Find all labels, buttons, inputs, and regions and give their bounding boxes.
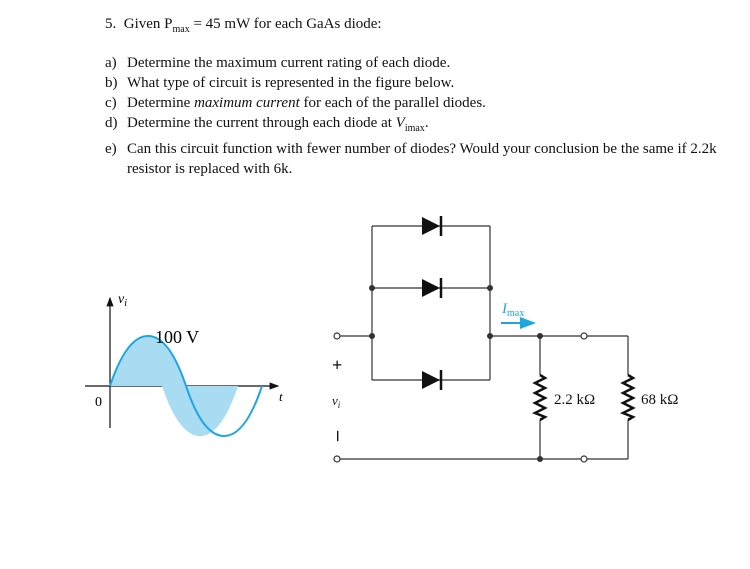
part-text-italic: maximum current: [194, 95, 300, 111]
junction-dots: [369, 285, 543, 462]
question-title: 5. Given Pmax = 45 mW for each GaAs diod…: [105, 14, 735, 40]
part-text-pre: Determine: [127, 95, 195, 111]
resistor-2-2k: [531, 373, 548, 422]
junction-dot: [487, 333, 493, 339]
question-block: 5. Given Pmax = 45 mW for each GaAs diod…: [105, 14, 735, 179]
part-text: What type of circuit is represented in t…: [127, 75, 455, 91]
part-b: b) What type of circuit is represented i…: [105, 73, 735, 93]
output-terminal-bottom: [580, 455, 588, 463]
diode-3: [422, 370, 443, 390]
part-label: e): [105, 141, 117, 157]
question-number: 5.: [105, 16, 117, 32]
resistor-68k: [619, 373, 636, 422]
part-text: Can this circuit function with fewer num…: [127, 141, 717, 177]
current-label: Imax: [501, 301, 524, 319]
part-label: b): [105, 75, 118, 91]
part-text-post: .: [424, 115, 429, 131]
part-text-pre: Determine the current through each diode…: [127, 115, 396, 131]
resistor-2-label: 68 kΩ: [641, 392, 678, 408]
part-text-italic: V: [395, 115, 405, 131]
waveform-curve: [109, 334, 263, 438]
junction-dot: [537, 333, 543, 339]
part-e: e) Can this circuit function with fewer …: [105, 139, 735, 179]
question-parts: a) Determine the maximum current rating …: [105, 53, 735, 179]
waveform-time-label: t: [279, 389, 283, 404]
diode-1: [422, 216, 443, 236]
question-intro-rest: = 45 mW for each GaAs diode:: [189, 16, 382, 32]
input-waveform: vi 100 V 0 t: [85, 292, 283, 438]
part-text: Determine the current through each diode…: [127, 113, 735, 139]
input-voltage-label: vi: [332, 393, 341, 410]
question-intro-sub: max: [172, 24, 190, 35]
question-intro: Given P: [123, 16, 173, 32]
waveform-origin-label: 0: [95, 395, 102, 410]
part-text: Determine maximum current for each of th…: [127, 93, 735, 113]
junction-dot: [487, 285, 493, 291]
junction-dot: [369, 333, 375, 339]
part-d: d) Determine the current through each di…: [105, 113, 735, 139]
part-c: c) Determine maximum current for each of…: [105, 93, 735, 113]
junction-dot: [369, 285, 375, 291]
part-label: d): [105, 115, 118, 131]
junction-dot: [537, 456, 543, 462]
part-text: Determine the maximum current rating of …: [127, 55, 451, 71]
part-label: a): [105, 55, 117, 71]
part-text-post: for each of the parallel diodes.: [299, 95, 486, 111]
input-plus-label: +: [332, 355, 342, 375]
diode-2: [422, 278, 443, 298]
input-terminal-top: [333, 332, 341, 340]
resistor-1-label: 2.2 kΩ: [554, 392, 595, 408]
part-text-sub: imax: [404, 123, 425, 134]
input-terminal-bottom: [333, 455, 341, 463]
output-terminal-top: [580, 332, 588, 340]
input-minus-label: –: [328, 430, 350, 442]
waveform-peak-label: 100 V: [155, 327, 199, 347]
part-label: c): [105, 95, 117, 111]
part-a: a) Determine the maximum current rating …: [105, 53, 735, 73]
diode-circuit: [333, 225, 629, 463]
waveform-axis-label: vi: [118, 292, 127, 309]
waveform-negative-half: [162, 386, 238, 436]
